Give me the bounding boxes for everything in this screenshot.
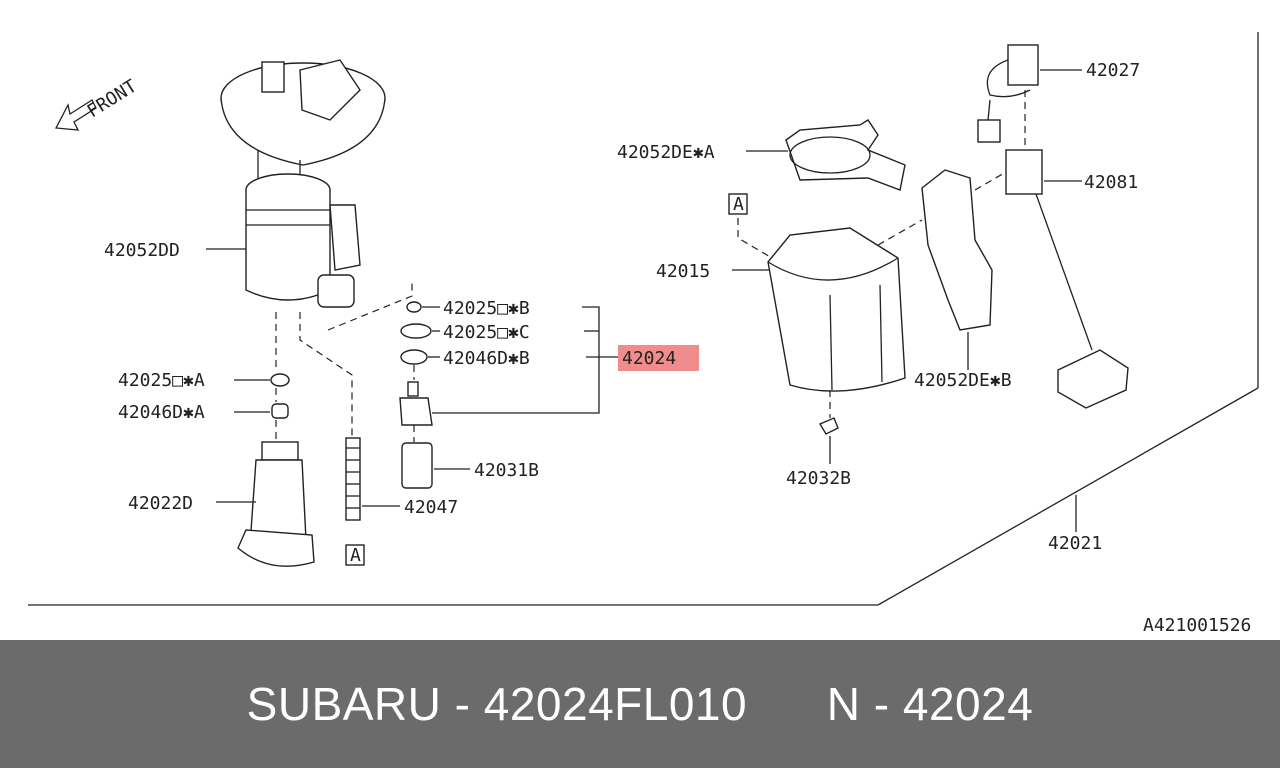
leader-lines xyxy=(206,69,1082,507)
clip-part xyxy=(818,417,839,435)
label-42032b: 42032B xyxy=(786,468,851,489)
dashed-guides xyxy=(275,90,1026,442)
spring-part xyxy=(345,437,361,521)
footer-banner: SUBARU - 42024FL010 N - 42024 xyxy=(0,640,1280,768)
seal-parts xyxy=(270,301,432,419)
footer-n-number: N - 42024 xyxy=(826,678,1034,730)
label-42027: 42027 xyxy=(1086,60,1140,81)
label-42052de-b: 42052DE✱B xyxy=(914,370,1012,391)
label-42052de-a: 42052DE✱A xyxy=(617,142,715,163)
frame-lines xyxy=(28,32,1259,606)
diagram-code: A421001526 xyxy=(1143,615,1251,636)
pressure-regulator xyxy=(399,381,433,426)
pump-module-top xyxy=(220,59,386,300)
label-42025-b: 42025□✱B xyxy=(443,298,530,319)
fuel-level-sender xyxy=(1005,149,1129,409)
label-42046d-a: 42046D✱A xyxy=(118,402,205,423)
label-42031b: 42031B xyxy=(474,460,539,481)
label-42024: 42024 xyxy=(622,348,676,369)
fuel-filter-cup xyxy=(767,227,906,392)
footer-part-number: SUBARU - 42024FL010 xyxy=(246,678,748,730)
footer-spacer xyxy=(747,677,827,731)
fuel-pump xyxy=(237,441,315,567)
bracket-a xyxy=(785,119,906,191)
label-42046d-b: 42046D✱B xyxy=(443,348,530,369)
connector-42031b xyxy=(401,442,433,489)
label-42081: 42081 xyxy=(1084,172,1138,193)
fuel-filter-body xyxy=(245,173,361,308)
parts-diagram: FRONT xyxy=(28,32,1259,636)
bracket-b xyxy=(921,169,993,331)
label-42021: 42021 xyxy=(1048,533,1102,554)
ref-box-a-top: A xyxy=(728,193,748,215)
label-42015: 42015 xyxy=(656,261,710,282)
label-42025-a: 42025□✱A xyxy=(118,370,205,391)
label-42025-c: 42025□✱C xyxy=(443,322,530,343)
front-arrow-icon: FRONT xyxy=(54,76,141,131)
wiring-harness xyxy=(977,44,1039,143)
svg-text:A: A xyxy=(350,545,361,566)
label-42052dd: 42052DD xyxy=(104,240,180,261)
highlight-42024 xyxy=(618,345,699,371)
svg-text:A: A xyxy=(733,194,744,215)
svg-text:FRONT: FRONT xyxy=(84,76,141,123)
ref-box-a-bottom: A xyxy=(345,544,365,566)
label-42022d: 42022D xyxy=(128,493,193,514)
label-42047: 42047 xyxy=(404,497,458,518)
